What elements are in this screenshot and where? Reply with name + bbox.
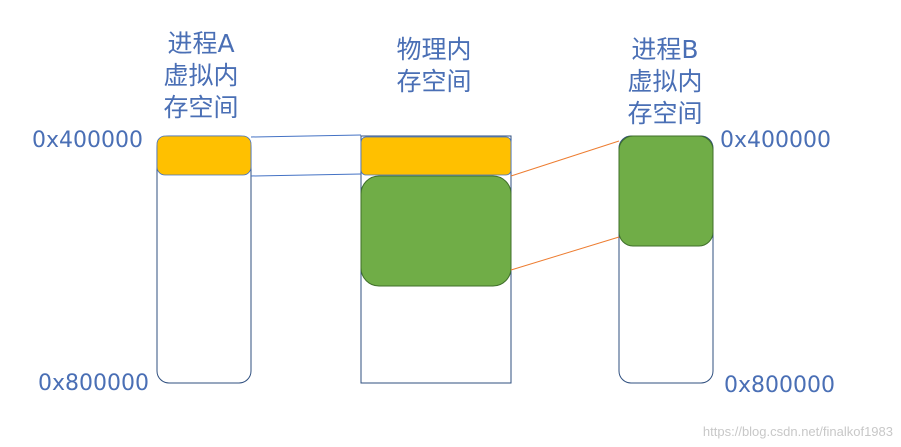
physical-title-line1: 物理内 [396, 35, 472, 64]
process-a-addr-bottom: 0x800000 [38, 371, 149, 396]
process-b-title-line2: 虚拟内 [627, 67, 703, 96]
physical-green-region [360, 175, 512, 287]
process-b-addr-bottom: 0x800000 [724, 373, 835, 398]
physical-orange-region [360, 136, 512, 176]
connector-b-bottom [510, 236, 620, 271]
connector-a-top [250, 134, 362, 138]
physical-title: 物理内 存空间 [384, 34, 484, 98]
process-b-title: 进程B 虚拟内 存空间 [615, 34, 715, 130]
physical-title-line2: 存空间 [396, 67, 472, 96]
connector-b-top [510, 140, 620, 177]
process-a-addr-top: 0x400000 [32, 128, 143, 153]
process-a-mapped-region [156, 135, 252, 176]
watermark: https://blog.csdn.net/finalkof1983 [702, 424, 893, 439]
process-b-title-line1: 进程B [631, 35, 699, 64]
process-a-title-line3: 存空间 [163, 93, 239, 122]
connector-a-bottom [250, 173, 362, 177]
process-a-title: 进程A 虚拟内 存空间 [151, 28, 251, 124]
process-b-title-line3: 存空间 [627, 99, 703, 128]
process-a-title-line1: 进程A [167, 29, 235, 58]
process-b-addr-top: 0x400000 [720, 128, 831, 153]
process-a-title-line2: 虚拟内 [163, 61, 239, 90]
process-b-mapped-region [618, 135, 714, 247]
